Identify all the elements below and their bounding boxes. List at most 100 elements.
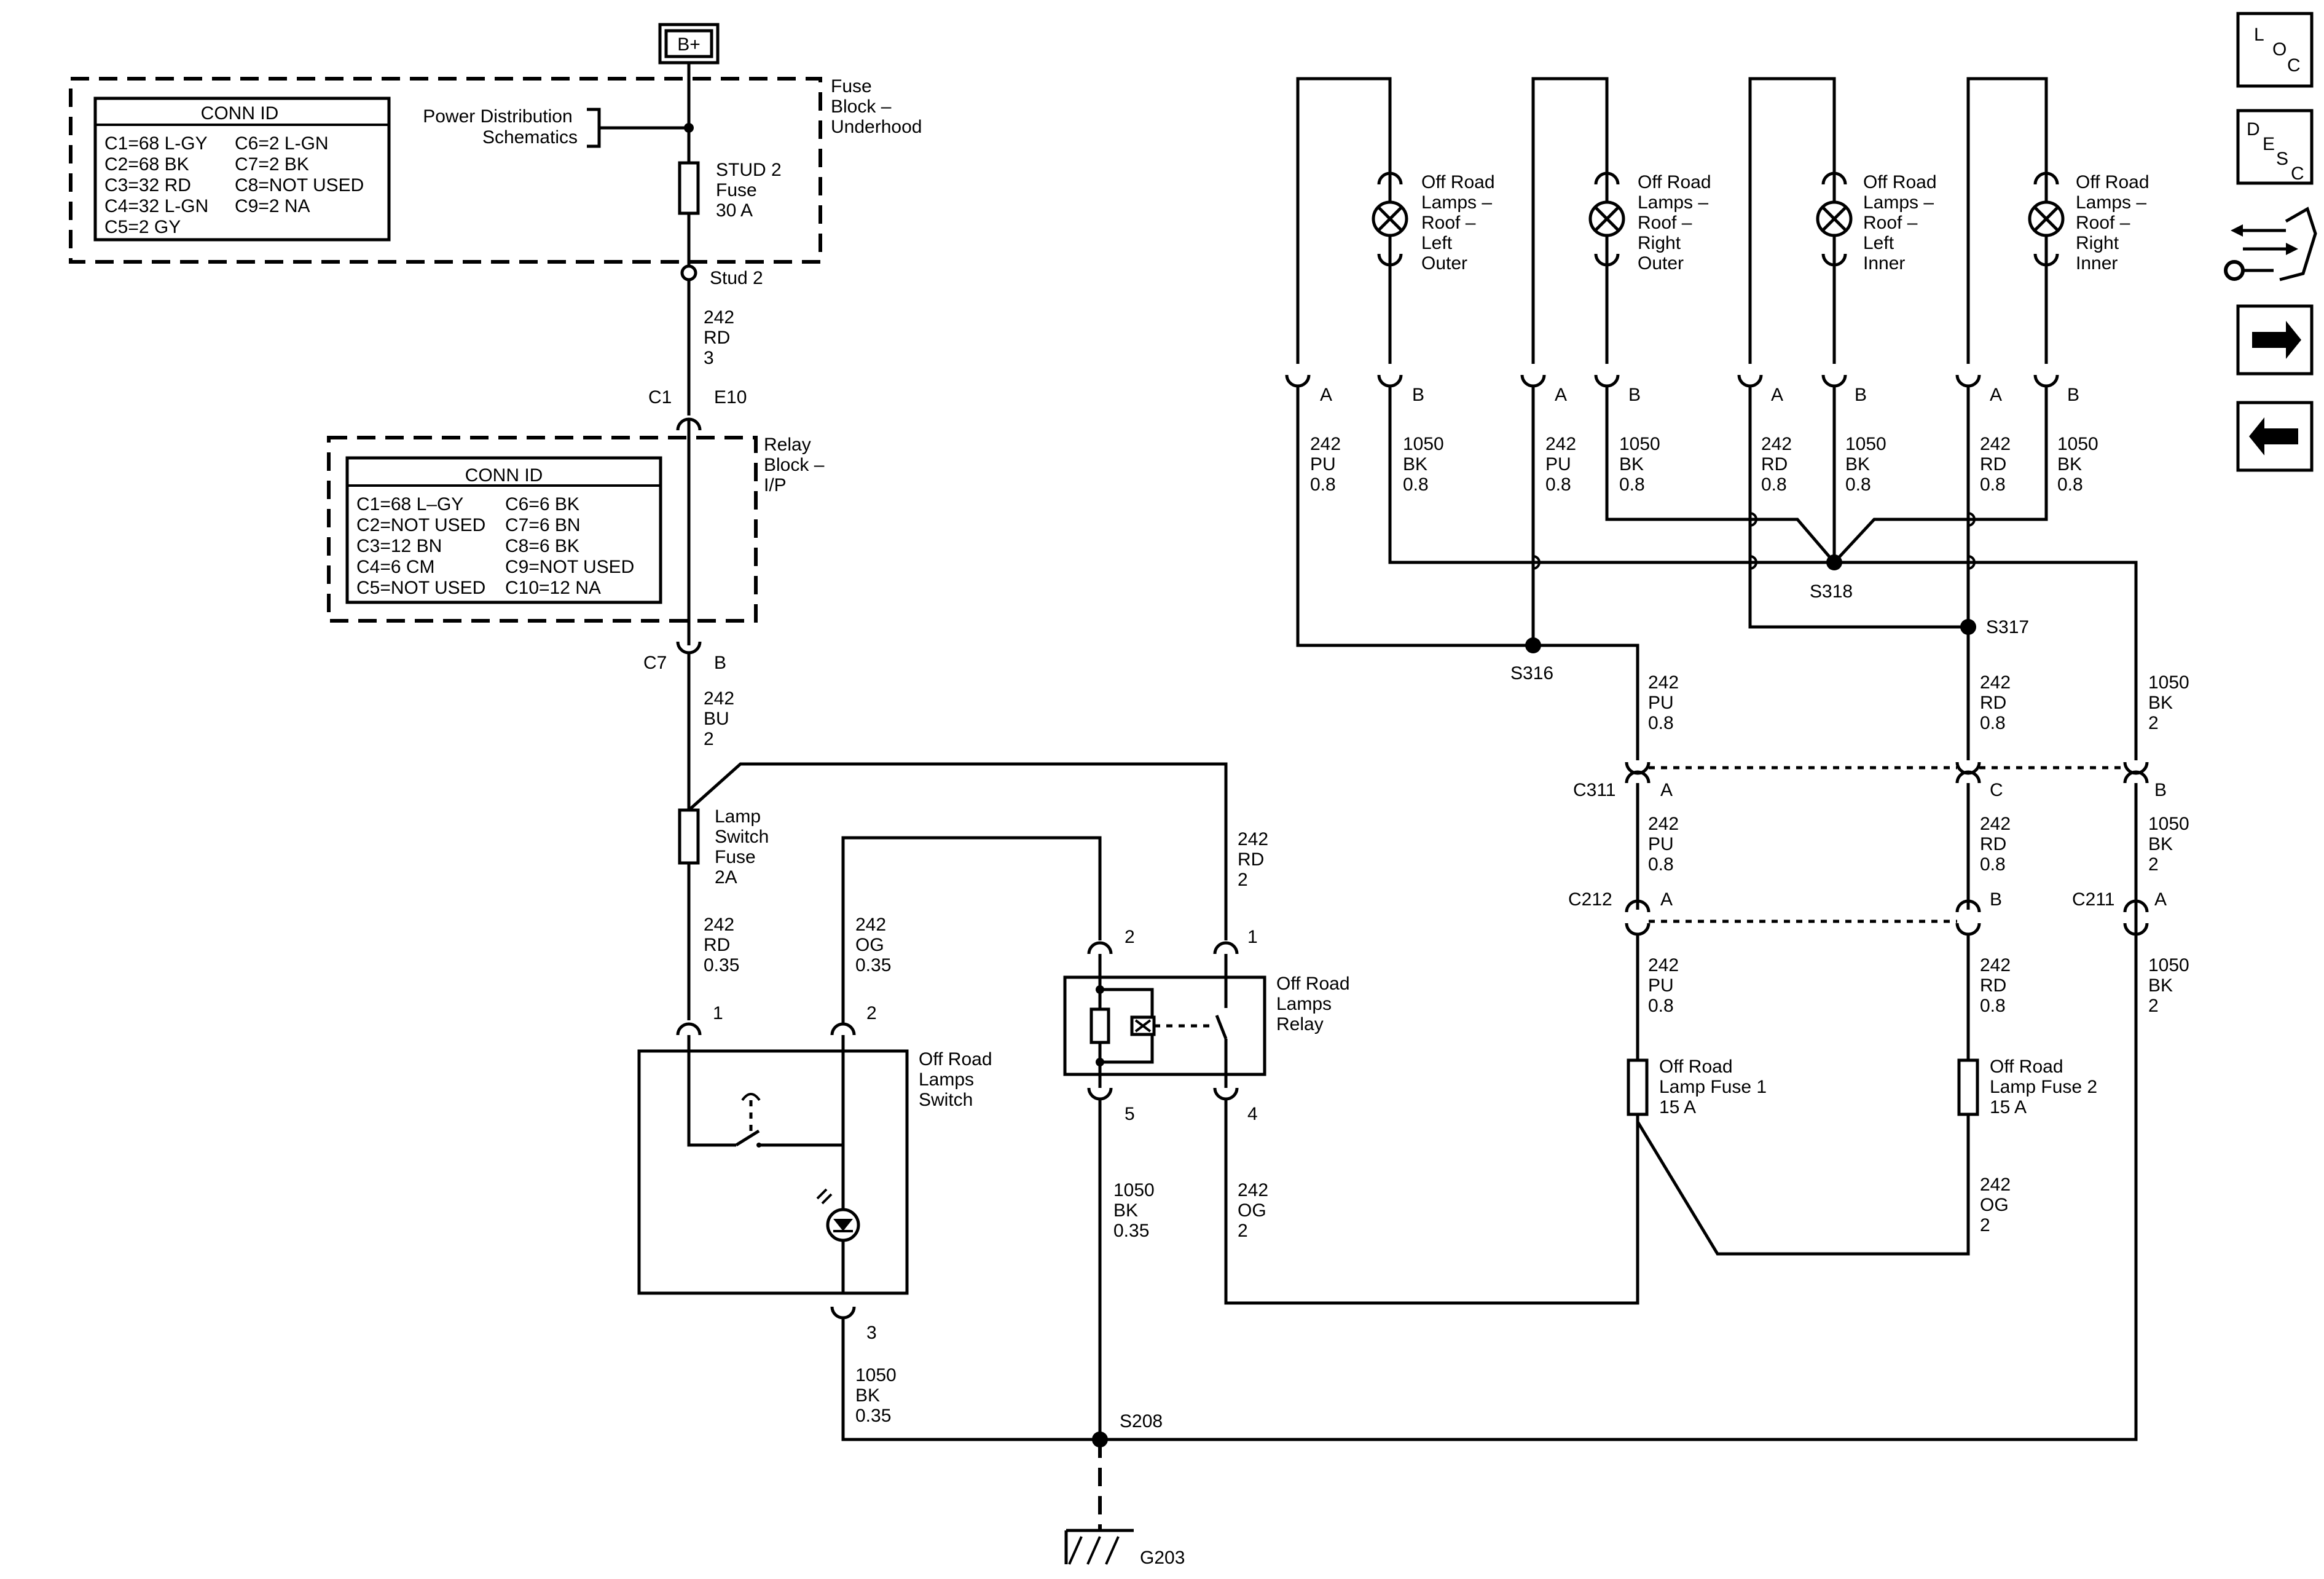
c212-pin-a: A: [1660, 889, 1673, 910]
wire-label-c311a: 242 PU 0.8: [1648, 814, 1684, 875]
battery-box-inner: [664, 29, 713, 58]
relay-coil: [1089, 1007, 1110, 1044]
relay-pin-4: 4: [1247, 1104, 1258, 1124]
c1-pin: E10: [714, 387, 747, 408]
c311-pin-a: A: [1660, 780, 1673, 800]
lamp-right-outer: [1531, 77, 1625, 364]
c7-pin: B: [714, 653, 726, 673]
lamp4-pin-b: B: [2067, 385, 2079, 405]
conn-id-2-col-left: C1=68 L–GY C2=NOT USED C3=12 BN C4=6 CM …: [356, 494, 491, 598]
svg-text:C: C: [2287, 55, 2301, 76]
relay-block-ip: [327, 436, 758, 623]
svg-text:C: C: [2291, 163, 2304, 184]
off-road-lamp-fuse-1: [1627, 1058, 1649, 1116]
wire-label-sw2: 242 OG 0.35: [855, 915, 891, 975]
switch-label: Off Road Lamps Switch: [919, 1049, 997, 1110]
next-page-button[interactable]: [2236, 304, 2314, 376]
wire-label-c212a: 242 PU 0.8: [1648, 955, 1684, 1016]
svg-text:L: L: [2254, 25, 2264, 45]
wire-label-sw1: 242 RD 0.35: [704, 915, 739, 975]
svg-text:S: S: [2276, 149, 2288, 169]
connector-c212-a: [1625, 899, 1651, 913]
svg-text:E: E: [2263, 134, 2275, 154]
wire-label-lamp2-b: 1050 BK 0.8: [1619, 434, 1665, 495]
conn-id-col-right: C6=2 L-GN C7=2 BK C8=NOT USED C9=2 NA: [235, 133, 369, 216]
arrow-right-icon: [2252, 321, 2301, 359]
s317-label: S317: [1986, 617, 2029, 637]
wire-label-lamp4-b: 1050 BK 0.8: [2057, 434, 2103, 495]
fuse2-label: Off Road Lamp Fuse 2 15 A: [1990, 1057, 2102, 1117]
fuse-block-underhood: [69, 77, 822, 264]
lamp-left-outer: [1296, 77, 1408, 364]
off-road-lamp-fuse-2: [1957, 1058, 1979, 1116]
relay-pin-2: 2: [1125, 927, 1135, 947]
fuse-block-label: Fuse Block – Underhood: [831, 76, 922, 137]
c311-pin-b: B: [2154, 780, 2167, 800]
lamp-left-inner: [1748, 77, 1853, 364]
svg-text:D: D: [2247, 119, 2260, 140]
wire-label-c212b: 242 RD 0.8: [1980, 955, 2016, 1016]
wire-label-c311b: 1050 BK 2: [2148, 814, 2194, 875]
svg-text:O: O: [2272, 39, 2287, 60]
wire-label-c311c: 242 RD 0.8: [1980, 814, 2016, 875]
conn-id-title-2: CONN ID: [465, 465, 543, 486]
s318-label: S318: [1810, 581, 1853, 602]
wire-label-lamp4-a: 242 RD 0.8: [1980, 434, 2016, 495]
lamp2-pin-b: B: [1628, 385, 1641, 405]
wire-label-s317: 242 RD 0.8: [1980, 672, 2016, 733]
off-road-lamps-switch: [637, 1049, 909, 1295]
s316-label: S316: [1510, 663, 1553, 683]
wire-label-s316: 242 PU 0.8: [1648, 672, 1684, 733]
splice-s318: [1826, 554, 1842, 570]
wire-label-lamp3-a: 242 RD 0.8: [1761, 434, 1797, 495]
lamp3-pin-a: A: [1771, 385, 1783, 405]
wire-label-c7: 242 BU 2: [704, 688, 739, 749]
relay-pin2-connector: [1087, 941, 1113, 955]
wire-label-c211: 1050 BK 2: [2148, 955, 2194, 1016]
conn-id-table-relay-block: [345, 456, 662, 604]
c212-pin-b: B: [1990, 889, 2002, 910]
lamp-label-left-inner: Off Road Lamps – Roof – Left Inner: [1863, 172, 1942, 274]
loc-button[interactable]: L O C: [2236, 12, 2314, 88]
switch-pin-2: 2: [866, 1003, 877, 1023]
conn-id-table-underhood: [93, 96, 391, 242]
lamp-label-right-outer: Off Road Lamps – Roof – Right Outer: [1638, 172, 1716, 274]
relay-pin-1: 1: [1247, 927, 1258, 947]
stud2-fuse: [678, 161, 700, 215]
lamp3-pin-b: B: [1855, 385, 1867, 405]
conn-id-col-left: C1=68 L-GY C2=68 BK C3=32 RD C4=32 L-GN …: [104, 133, 214, 237]
stud2-terminal: [680, 264, 697, 282]
conn-id-2-col-right: C6=6 BK C7=6 BN C8=6 BK C9=NOT USED C10=…: [505, 494, 640, 598]
connector-wrench-icon[interactable]: [2224, 207, 2317, 282]
stud2-label: Stud 2: [710, 268, 763, 288]
wire-label-relay4: 242 OG 2: [1238, 1180, 1273, 1241]
prev-page-button[interactable]: [2236, 401, 2314, 472]
switch-pin-3: 3: [866, 1323, 877, 1343]
lamp2-pin-a: A: [1555, 385, 1567, 405]
wire-label-lamp1-a: 242 PU 0.8: [1310, 434, 1346, 495]
relay-label: Off Road Lamps Relay: [1276, 974, 1355, 1034]
c7-label: C7: [643, 653, 667, 673]
power-distribution-label: Power Distribution Schematics: [423, 106, 578, 148]
c311-pin-c: C: [1990, 780, 2003, 800]
connector-c211-a: [2123, 899, 2149, 913]
lamp-label-left-outer: Off Road Lamps – Roof – Left Outer: [1421, 172, 1500, 274]
lamp-switch-fuse: [678, 808, 700, 865]
arrow-left-icon: [2249, 417, 2298, 455]
desc-button[interactable]: D E S C: [2236, 109, 2314, 185]
wire-label-relay5: 1050 BK 0.35: [1113, 1180, 1160, 1241]
switch-pin3-connector: [830, 1306, 856, 1320]
lamp-right-inner: [1966, 77, 2065, 364]
switch-pin2-connector: [830, 1022, 856, 1036]
conn-id-title: CONN ID: [201, 103, 279, 124]
relay-pin5-connector: [1087, 1087, 1113, 1101]
c211-label: C211: [2072, 889, 2115, 910]
wire-label-lamp2-a: 242 PU 0.8: [1545, 434, 1581, 495]
lamp1-pin-b: B: [1412, 385, 1424, 405]
switch-pin-1: 1: [713, 1003, 723, 1023]
s208-label: S208: [1120, 1411, 1163, 1431]
wire-label-relay1: 242 RD 2: [1238, 829, 1273, 890]
c212-label: C212: [1568, 889, 1612, 910]
power-distribution-bracket: [587, 108, 601, 148]
